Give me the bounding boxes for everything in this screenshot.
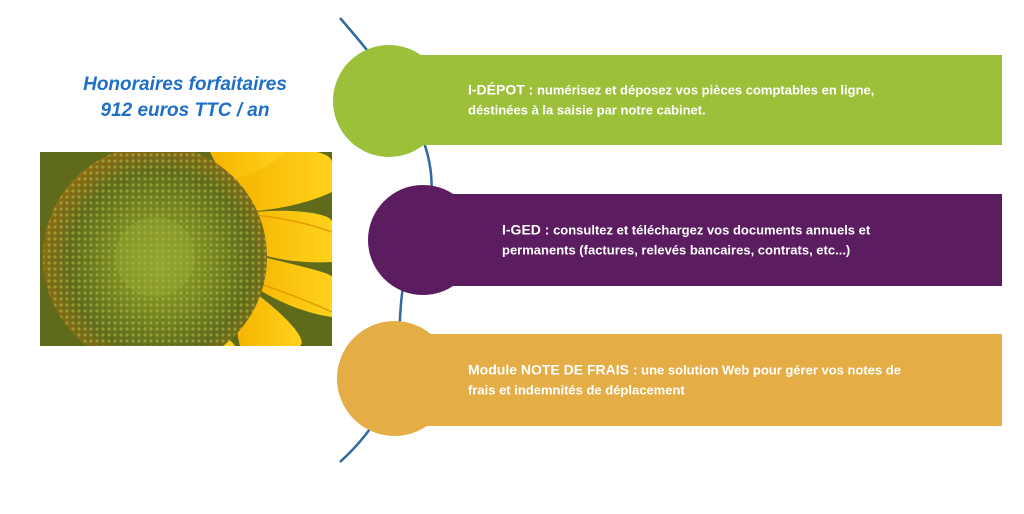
note-de-frais-text: Module NOTE DE FRAIS : une solution Web …	[468, 360, 901, 401]
note-de-frais-panel: Module NOTE DE FRAIS : une solution Web …	[420, 334, 1002, 426]
i-ged-line-2: permanents (factures, relevés bancaires,…	[502, 242, 851, 258]
i-depot-panel: I-DÉPOT : numérisez et déposez vos pièce…	[420, 55, 1002, 145]
i-depot-line-1: numérisez et déposez vos pièces comptabl…	[533, 82, 875, 98]
price-line-2: 912 euros TTC / an	[100, 100, 270, 121]
i-depot-line-2: déstinées à la saisie par notre cabinet.	[468, 102, 706, 118]
note-de-frais-title: Module NOTE DE FRAIS :	[468, 361, 638, 378]
i-depot-circle	[333, 45, 445, 157]
note-de-frais-line-2: frais et indemnités de déplacement	[468, 382, 685, 398]
i-ged-title: I-GED :	[502, 221, 550, 238]
i-ged-panel: I-GED : consultez et téléchargez vos doc…	[420, 194, 1002, 286]
i-depot-text: I-DÉPOT : numérisez et déposez vos pièce…	[468, 80, 874, 121]
i-ged-line-1: consultez et téléchargez vos documents a…	[549, 222, 871, 238]
price-heading: Honoraires forfaitaires 912 euros TTC / …	[40, 72, 330, 124]
note-de-frais-line-1: une solution Web pour gérer vos notes de	[637, 362, 901, 378]
price-line-1: Honoraires forfaitaires	[83, 74, 287, 95]
sunflower-image	[40, 152, 332, 346]
i-depot-title: I-DÉPOT :	[468, 81, 534, 98]
i-ged-circle	[368, 185, 478, 295]
i-ged-text: I-GED : consultez et téléchargez vos doc…	[502, 220, 870, 261]
note-de-frais-circle	[337, 321, 452, 436]
